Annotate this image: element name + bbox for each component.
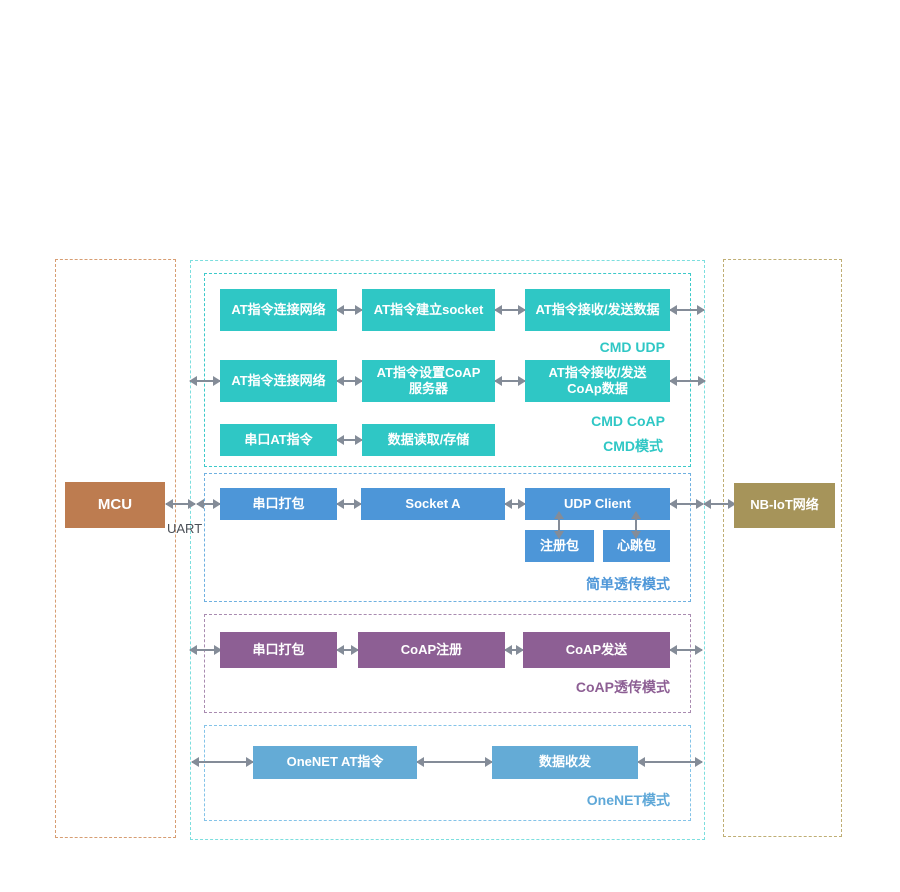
arrow	[189, 645, 222, 655]
flow-box-socket-a: Socket A	[361, 488, 505, 520]
arrow	[637, 757, 703, 767]
arrow	[189, 376, 221, 386]
onenet-mode-region	[204, 725, 691, 821]
arrow	[669, 305, 705, 315]
arrow	[504, 499, 526, 509]
mcu-column-region	[55, 259, 176, 838]
coap-mode-region	[204, 614, 691, 713]
flow-box-serial-pack-coap: 串口打包	[220, 632, 337, 668]
arrow	[336, 435, 363, 445]
section-label-coap-mode: CoAP透传模式	[575, 679, 670, 695]
network-column-region	[723, 259, 842, 837]
transparent-mode-region	[204, 473, 691, 602]
nbiot-network-node: NB-IoT网络	[734, 483, 835, 528]
section-label-cmd-udp: CMD UDP	[599, 339, 665, 355]
section-label-onenet-mode: OneNET模式	[586, 792, 670, 808]
flow-box-data-read-store: 数据读取/存储	[362, 424, 495, 456]
flow-box-create-socket: AT指令建立socket	[362, 289, 495, 331]
flow-box-coap-register: CoAP注册	[358, 632, 505, 668]
uart-label: UART	[167, 521, 203, 536]
arrow	[416, 757, 493, 767]
module-outer-region	[190, 260, 705, 840]
flow-box-serial-pack-udp: 串口打包	[220, 488, 337, 520]
arrow	[669, 645, 703, 655]
arrow	[669, 499, 704, 509]
arrow	[494, 305, 526, 315]
flow-box-connect-network-udp: AT指令连接网络	[220, 289, 337, 331]
arrow	[336, 645, 359, 655]
flow-box-coap-send: CoAP发送	[523, 632, 670, 668]
arrow	[336, 376, 363, 386]
arrow-udp-heartbeat	[631, 511, 641, 539]
arrow	[494, 376, 526, 386]
flow-box-send-recv-data: AT指令接收/发送数据	[525, 289, 670, 331]
arrow	[336, 305, 363, 315]
arrow	[191, 757, 254, 767]
arrow	[336, 499, 362, 509]
cmd-mode-region	[204, 273, 691, 467]
flow-box-serial-at-cmd: 串口AT指令	[220, 424, 337, 456]
flow-box-connect-network-coap: AT指令连接网络	[220, 360, 337, 402]
flow-box-udp-client: UDP Client	[525, 488, 670, 520]
arrow-module-network	[703, 499, 736, 509]
arrow-uart-module	[196, 499, 221, 509]
flow-box-set-coap-server: AT指令设置CoAP 服务器	[362, 360, 495, 402]
flow-box-onenet-at-cmd: OneNET AT指令	[253, 746, 417, 779]
flow-box-data-send-recv: 数据收发	[492, 746, 638, 779]
arrow	[669, 376, 706, 386]
section-label-transparent-mode: 简单透传模式	[586, 576, 670, 592]
section-label-cmd-coap: CMD CoAP	[591, 413, 665, 429]
flow-box-send-recv-coap-data: AT指令接收/发送 CoAp数据	[525, 360, 670, 402]
mcu-node: MCU	[65, 482, 165, 528]
arrow-udp-register	[554, 511, 564, 539]
arrow-mcu-uart	[165, 499, 196, 509]
section-label-cmd-mode: CMD模式	[603, 438, 663, 454]
arrow	[504, 645, 524, 655]
